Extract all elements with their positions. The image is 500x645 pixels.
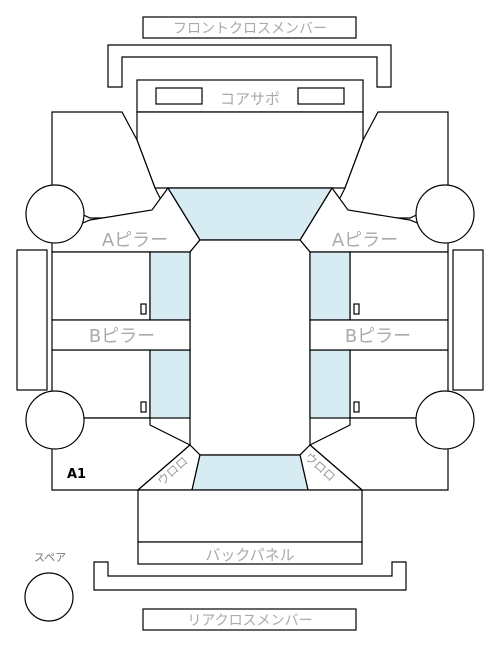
spare-label: スペア	[34, 551, 66, 564]
spare-tire[interactable]: スペア	[24, 551, 74, 622]
rear-window[interactable]	[191, 454, 309, 491]
core-support[interactable]: コアサポ	[136, 79, 364, 113]
wheel-front-left[interactable]	[25, 184, 85, 244]
core-support-label: コアサポ	[220, 90, 280, 108]
rocker-left[interactable]	[16, 249, 48, 391]
headlight-right[interactable]	[297, 87, 345, 105]
rear-cross-member-box[interactable]	[142, 608, 357, 631]
wheel-rear-left[interactable]	[25, 390, 85, 450]
spare-wheel[interactable]	[24, 572, 74, 622]
a-pillar-right[interactable]: Aピラー	[299, 186, 449, 253]
b-pillar-left-shape[interactable]	[51, 319, 191, 351]
a-pillar-left-label: Aピラー	[102, 230, 168, 251]
front-cross-member-box[interactable]	[142, 16, 357, 39]
front-door-left[interactable]	[51, 251, 151, 321]
rear-cross-member[interactable]: リアクロスメンバー	[142, 608, 357, 631]
headlight-left[interactable]	[155, 87, 203, 105]
b-pillar-right[interactable]: Bピラー	[309, 319, 449, 351]
b-pillar-right-shape[interactable]	[309, 319, 449, 351]
b-pillar-right-label: Bピラー	[345, 326, 411, 347]
front-side-window-right[interactable]	[309, 251, 351, 321]
front-door-right[interactable]	[349, 251, 449, 321]
front-cross-member-label: フロントクロスメンバー	[173, 21, 327, 37]
a-pillar-right-label: Aピラー	[332, 230, 398, 251]
rocker-right[interactable]	[452, 249, 484, 391]
wheel-rear-right[interactable]	[415, 390, 475, 450]
door-handle-front-right[interactable]	[353, 303, 360, 315]
roof[interactable]	[189, 239, 311, 456]
trunk[interactable]	[137, 489, 363, 543]
front-side-window-left[interactable]	[149, 251, 191, 321]
door-handle-front-left[interactable]	[140, 303, 147, 315]
rear-cross-member-label: リアクロスメンバー	[187, 613, 312, 629]
door-handle-rear-left[interactable]	[140, 401, 147, 413]
rear-bumper[interactable]	[93, 561, 407, 591]
rear-corner-left[interactable]: ウロロ	[136, 444, 201, 491]
area-code-label: A1	[67, 467, 86, 482]
b-pillar-left[interactable]: Bピラー	[51, 319, 191, 351]
back-panel[interactable]: バックパネル	[137, 541, 363, 565]
wheel-front-right[interactable]	[415, 184, 475, 244]
hood[interactable]	[136, 111, 364, 189]
front-bumper[interactable]	[107, 44, 392, 88]
door-handle-rear-right[interactable]	[353, 401, 360, 413]
b-pillar-left-label: Bピラー	[89, 326, 155, 347]
back-panel-box[interactable]	[137, 541, 363, 565]
front-cross-member[interactable]: フロントクロスメンバー	[142, 16, 357, 39]
back-panel-label: バックパネル	[205, 546, 294, 564]
rear-side-window-right[interactable]	[309, 349, 351, 419]
rear-side-window-left[interactable]	[149, 349, 191, 419]
